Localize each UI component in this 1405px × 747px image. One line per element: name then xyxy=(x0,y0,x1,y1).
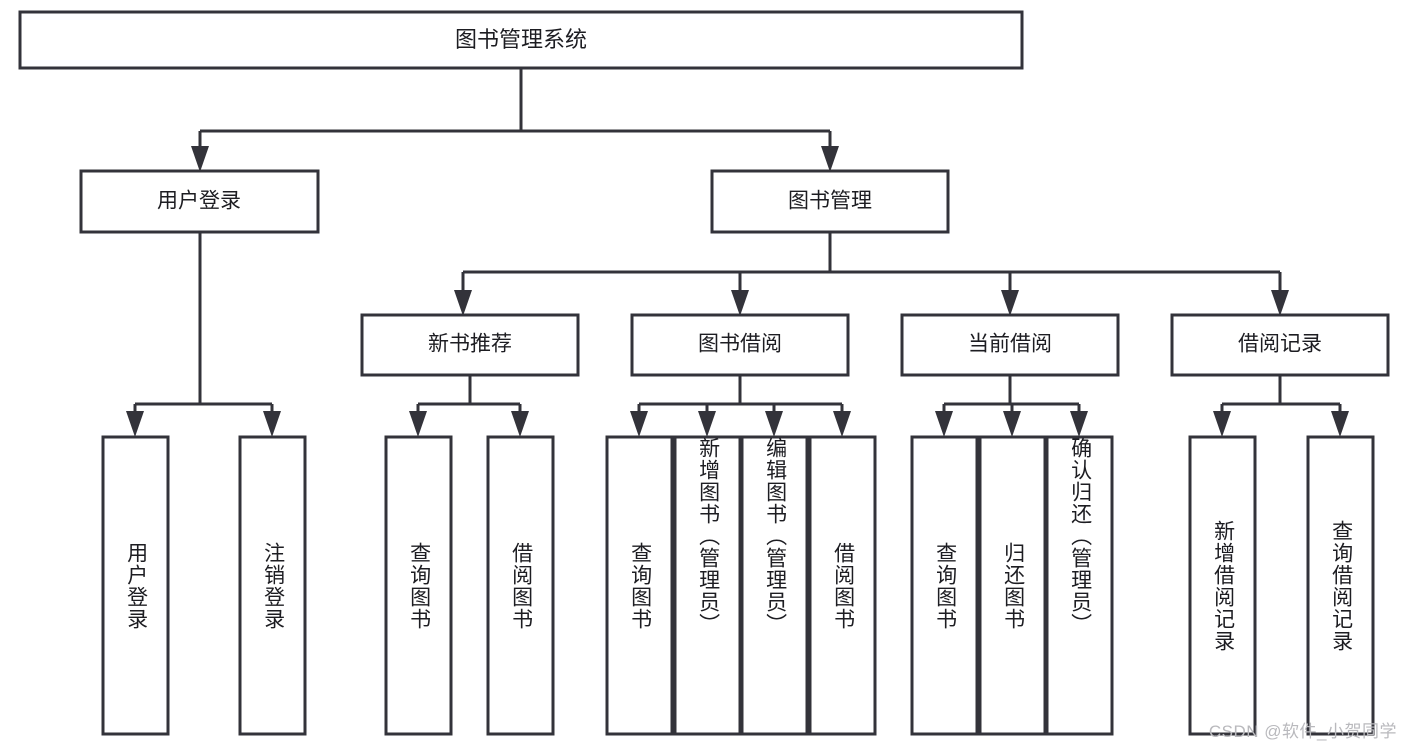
leaf-box-book-borrow-2[interactable] xyxy=(740,435,809,736)
arrow-head-bb-leaf-1 xyxy=(698,411,716,437)
arrow-head-leaf-logout xyxy=(263,411,281,437)
node-root[interactable]: 图书管理系统 xyxy=(18,10,1024,70)
arrow-head-bb-leaf-0 xyxy=(630,411,648,437)
arrow-head-bb-leaf-3 xyxy=(833,411,851,437)
leaf-box-group xyxy=(101,435,1375,736)
node-user-login-label: 用户登录 xyxy=(157,190,241,213)
leaf-box-new-book-0[interactable] xyxy=(384,435,453,736)
leaf-box-user-login-0[interactable] xyxy=(101,435,170,736)
leaf-box-user-login-1[interactable] xyxy=(238,435,307,736)
leaf-box-new-book-1[interactable] xyxy=(486,435,555,736)
node-new-book-recommend[interactable]: 新书推荐 xyxy=(360,313,580,377)
node-book-management-box[interactable] xyxy=(710,169,950,234)
node-book-borrow[interactable]: 图书借阅 xyxy=(630,313,850,377)
leaf-box-borrow-record-1[interactable] xyxy=(1306,435,1375,736)
arrow-head-br-leaf-0 xyxy=(1213,411,1231,437)
node-current-borrow[interactable]: 当前借阅 xyxy=(900,313,1120,377)
arrow-head-leaf-user-login xyxy=(126,411,144,437)
connector-group xyxy=(126,68,1349,437)
arrow-head-nb-leaf-0 xyxy=(409,411,427,437)
arrow-head-cb-leaf-0 xyxy=(935,411,953,437)
node-book-borrow-box[interactable] xyxy=(630,313,850,377)
node-root-box[interactable] xyxy=(18,10,1024,70)
leaf-box-book-borrow-3[interactable] xyxy=(808,435,877,736)
node-current-borrow-label: 当前借阅 xyxy=(968,333,1052,356)
node-borrow-record-box[interactable] xyxy=(1170,313,1390,377)
arrow-head-new-book xyxy=(454,290,472,316)
leaf-box-current-borrow-2[interactable] xyxy=(1045,435,1114,736)
leaf-box-current-borrow-1[interactable] xyxy=(978,435,1047,736)
arrow-head-cb-leaf-1 xyxy=(1003,411,1021,437)
leaf-box-borrow-record-0[interactable] xyxy=(1188,435,1257,736)
node-book-management-label: 图书管理 xyxy=(788,190,872,213)
leaf-box-current-borrow-0[interactable] xyxy=(910,435,979,736)
node-book-borrow-label: 图书借阅 xyxy=(698,333,782,356)
node-user-login[interactable]: 用户登录 xyxy=(79,169,320,234)
arrow-head-user-login xyxy=(191,146,209,172)
node-new-book-recommend-box[interactable] xyxy=(360,313,580,377)
leaf-box-book-borrow-0[interactable] xyxy=(605,435,674,736)
node-user-login-box[interactable] xyxy=(79,169,320,234)
leaf-box-book-borrow-1[interactable] xyxy=(673,435,742,736)
arrow-head-nb-leaf-1 xyxy=(511,411,529,437)
node-new-book-recommend-label: 新书推荐 xyxy=(428,333,512,356)
arrow-head-book-borrow xyxy=(731,290,749,316)
arrow-head-current-borrow xyxy=(1001,290,1019,316)
node-book-management[interactable]: 图书管理 xyxy=(710,169,950,234)
arrow-head-borrow-record xyxy=(1271,290,1289,316)
arrow-head-cb-leaf-2 xyxy=(1070,411,1088,437)
node-current-borrow-box[interactable] xyxy=(900,313,1120,377)
node-borrow-record[interactable]: 借阅记录 xyxy=(1170,313,1390,377)
arrow-head-book-mgmt xyxy=(821,146,839,172)
node-root-label: 图书管理系统 xyxy=(455,27,587,52)
arrow-head-bb-leaf-2 xyxy=(765,411,783,437)
arrow-head-br-leaf-1 xyxy=(1331,411,1349,437)
node-borrow-record-label: 借阅记录 xyxy=(1238,333,1322,356)
